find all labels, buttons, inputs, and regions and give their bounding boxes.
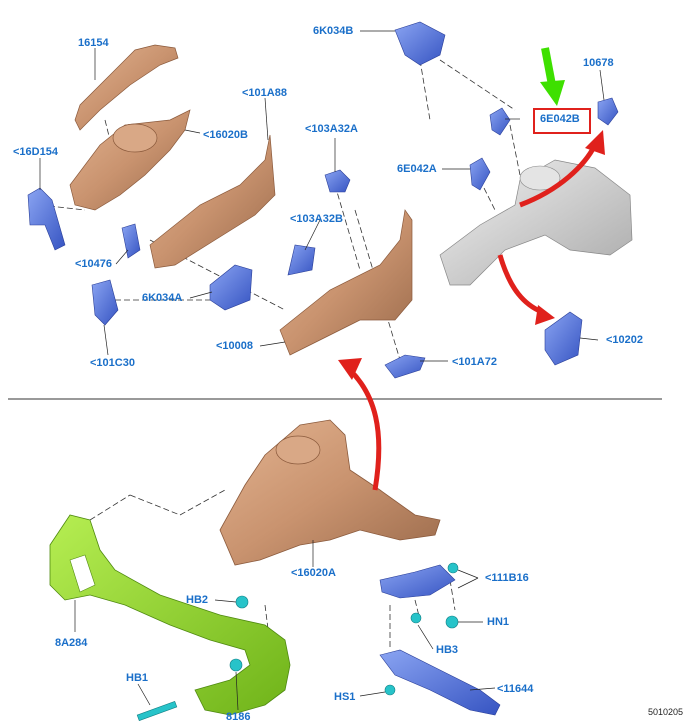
label-10678[interactable]: 10678 (583, 57, 614, 69)
label-101A88[interactable]: <101A88 (242, 87, 287, 99)
fastener-HN1 (445, 615, 459, 629)
label-HS1[interactable]: HS1 (334, 691, 356, 703)
part-16020A (219, 419, 441, 566)
document-number: 5010205 (647, 707, 683, 717)
part-101A88 (149, 134, 276, 269)
part-111B16 (379, 564, 456, 599)
arrow-to-10678 (519, 143, 598, 208)
arrow-to-10202 (497, 254, 544, 315)
label-103A32B[interactable]: <103A32B (290, 213, 343, 225)
part-101C30 (91, 279, 119, 326)
label-6E042B[interactable]: 6E042B (540, 113, 580, 125)
leader-lines (39, 30, 605, 711)
arrow-up-red-head (338, 358, 362, 380)
part-10678 (597, 97, 619, 126)
part-6K034B (394, 21, 446, 66)
label-16020A[interactable]: <16020A (291, 567, 336, 579)
label-8186[interactable]: 8186 (226, 711, 251, 723)
part-8A284 (49, 514, 291, 716)
label-10202[interactable]: <10202 (606, 334, 644, 346)
part-11644 (379, 649, 501, 716)
label-HN1[interactable]: HN1 (487, 616, 510, 628)
part-101A72 (384, 354, 426, 379)
label-10008[interactable]: <10008 (216, 340, 254, 352)
arrow-to-10202-head (535, 305, 555, 325)
label-16020B[interactable]: <16020B (203, 129, 248, 141)
arrow-to-10678-head (585, 130, 605, 155)
part-103A32A (324, 169, 351, 193)
label-6K034A[interactable]: 6K034A (142, 292, 183, 304)
label-16D154[interactable]: <16D154 (13, 146, 58, 158)
part-10008 (279, 209, 413, 356)
assembly-lines (39, 59, 521, 650)
fasteners (136, 562, 459, 721)
label-8A284[interactable]: 8A284 (55, 637, 88, 649)
label-16154[interactable]: 16154 (78, 37, 109, 49)
part-8A284-opening (69, 554, 96, 593)
label-103A32A[interactable]: <103A32A (305, 123, 358, 135)
label-HB3[interactable]: HB3 (436, 644, 459, 656)
part-103A32B (287, 244, 316, 276)
part-16154 (74, 44, 179, 131)
part-16D154 (27, 187, 66, 251)
fastener-111B16-a (447, 562, 459, 574)
label-11644[interactable]: <11644 (497, 683, 534, 695)
fastener-HB3 (410, 612, 422, 624)
part-16020A-tower (275, 435, 321, 465)
part-10202 (544, 311, 583, 366)
label-111B16[interactable]: <111B16 (485, 572, 529, 584)
highlight-box-6E042B (533, 108, 591, 134)
assembled-tower (519, 165, 561, 191)
part-6E042A (469, 157, 491, 191)
arrow-green (541, 47, 556, 86)
fastener-HS1 (384, 684, 396, 696)
arrow-green-head (540, 80, 565, 106)
part-6K034A (209, 264, 253, 311)
label-6E042A[interactable]: 6E042A (397, 163, 437, 175)
label-101C30[interactable]: <101C30 (90, 357, 135, 369)
assembled-structure (439, 159, 633, 286)
label-6K034B[interactable]: 6K034B (313, 25, 354, 37)
part-16020B-tower (112, 123, 158, 153)
arrow-up-red (348, 368, 382, 491)
label-10476[interactable]: <10476 (75, 258, 113, 270)
part-10476 (121, 223, 141, 259)
fastener-HB1 (136, 700, 178, 721)
label-HB2[interactable]: HB2 (186, 594, 209, 606)
fastener-8186 (229, 658, 243, 672)
fastener-HB2 (235, 595, 249, 609)
part-6E042B (489, 107, 511, 136)
label-101A72[interactable]: <101A72 (452, 356, 497, 368)
label-HB1[interactable]: HB1 (126, 672, 149, 684)
